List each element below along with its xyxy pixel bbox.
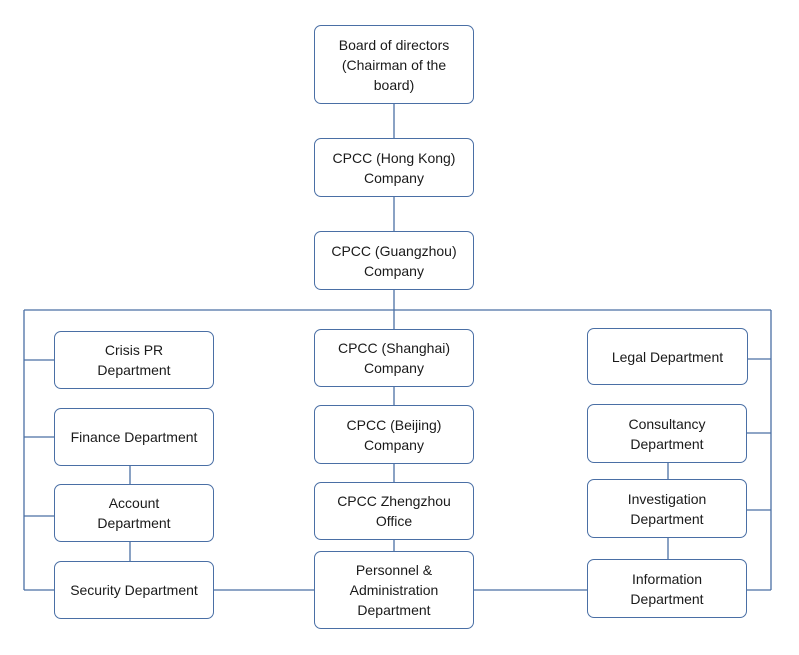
node-cpcc-beijing: CPCC (Beijing) Company (314, 405, 474, 464)
node-label: Consultancy Department (628, 415, 706, 452)
node-investigation-department: Investigation Department (587, 479, 747, 538)
node-cpcc-shanghai: CPCC (Shanghai) Company (314, 329, 474, 387)
node-label: Personnel & Administration Department (349, 562, 439, 618)
node-label: CPCC (Hong Kong) Company (332, 149, 456, 186)
node-cpcc-hong-kong: CPCC (Hong Kong) Company (314, 138, 474, 197)
node-label: Account Department (97, 495, 171, 531)
node-consultancy-department: Consultancy Department (587, 404, 747, 463)
node-label: Crisis PR Department (97, 342, 171, 378)
node-board-of-directors: Board of directors (Chairman of the boar… (314, 25, 474, 104)
node-label: Legal Department (611, 348, 724, 365)
node-label: CPCC Zhengzhou Office (337, 493, 451, 529)
node-label: Investigation Department (627, 490, 707, 527)
node-label: CPCC (Beijing) Company (346, 416, 442, 453)
node-legal-department: Legal Department (587, 328, 748, 385)
node-label: Information Department (630, 570, 704, 607)
node-label: CPCC (Guangzhou) Company (331, 242, 457, 279)
node-information-department: Information Department (587, 559, 747, 618)
node-personnel-administration-department: Personnel & Administration Department (314, 551, 474, 629)
node-crisis-pr-department: Crisis PR Department (54, 331, 214, 389)
node-account-department: Account Department (54, 484, 214, 542)
node-cpcc-zhengzhou-office: CPCC Zhengzhou Office (314, 482, 474, 540)
node-security-department: Security Department (54, 561, 214, 619)
node-finance-department: Finance Department (54, 408, 214, 466)
node-label: Finance Department (70, 429, 198, 445)
node-label: CPCC (Shanghai) Company (337, 340, 451, 376)
node-label: Security Department (70, 582, 198, 598)
node-cpcc-guangzhou: CPCC (Guangzhou) Company (314, 231, 474, 290)
node-label: Board of directors (Chairman of the boar… (338, 36, 450, 93)
